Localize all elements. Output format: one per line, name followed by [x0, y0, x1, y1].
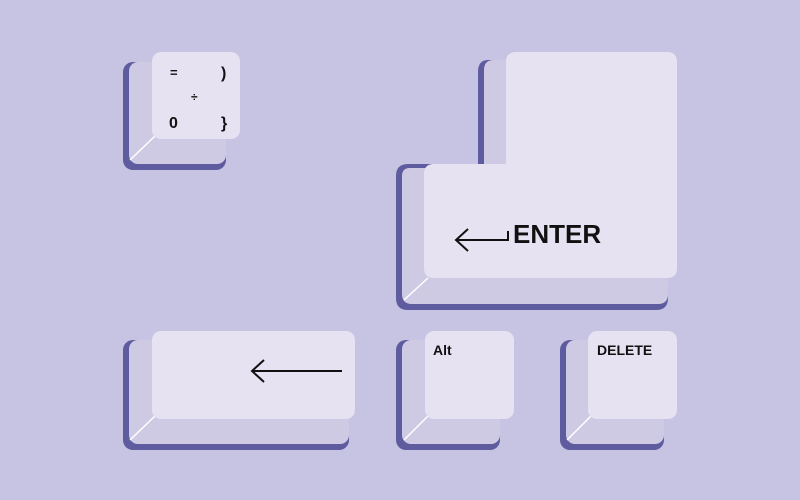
- key-edge: [129, 135, 156, 161]
- key-face: [152, 331, 355, 419]
- key-face: [425, 331, 514, 419]
- key-face: [588, 331, 677, 419]
- backspace-key[interactable]: [123, 331, 355, 450]
- left-arrow-icon: [250, 359, 342, 383]
- enter-key[interactable]: ENTER: [396, 52, 677, 310]
- return-arrow-icon: [454, 228, 509, 252]
- alt-key[interactable]: Alt: [396, 331, 514, 450]
- key-edge: [129, 415, 156, 441]
- symbol-key[interactable]: = ) ÷ 0 }: [123, 52, 240, 170]
- symbol-paren: ): [221, 65, 226, 82]
- delete-label: DELETE: [597, 342, 652, 358]
- key-face: [424, 52, 677, 278]
- key-edge: [403, 415, 429, 441]
- symbol-brace: }: [221, 115, 227, 132]
- enter-label: ENTER: [513, 219, 601, 249]
- symbol-zero: 0: [169, 115, 178, 132]
- key-edge: [403, 277, 429, 301]
- delete-key[interactable]: DELETE: [560, 331, 677, 450]
- alt-label: Alt: [433, 342, 452, 358]
- key-edge: [566, 415, 592, 441]
- key-face: [152, 52, 240, 139]
- symbol-equals: =: [170, 65, 178, 80]
- symbol-divide: ÷: [191, 90, 198, 104]
